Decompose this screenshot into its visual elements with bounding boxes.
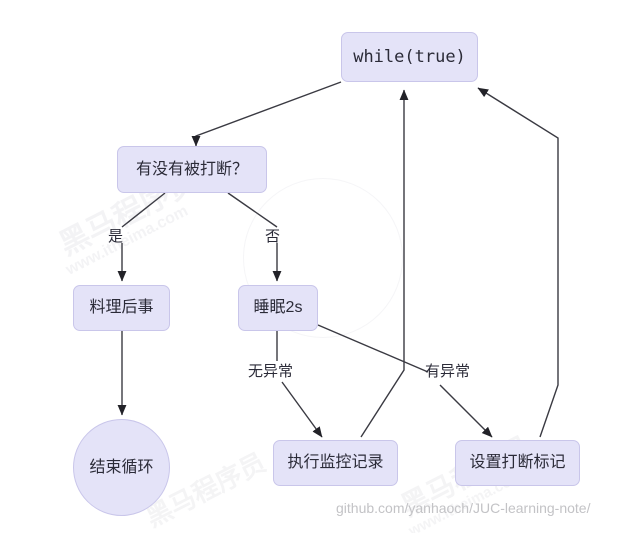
edge-label-yes: 是 <box>108 228 124 245</box>
footer-source-note: github.com/yanhaoch/JUC-learning-note/ <box>336 500 591 516</box>
node-sleep-label: 睡眠2s <box>253 299 303 316</box>
node-monitor-record-label: 执行监控记录 <box>287 454 384 471</box>
edge-sleep-to-setflag-stem <box>439 384 493 438</box>
edge-sleep-to-monitor-stem <box>281 381 323 438</box>
edge-monitor-to-loop <box>360 89 409 438</box>
node-set-interrupt-flag-label: 设置打断标记 <box>469 454 566 471</box>
node-end-loop-label: 结束循环 <box>89 458 154 476</box>
edge-loop-to-check <box>191 81 342 147</box>
node-interrupt-check[interactable]: 有没有被打断？ <box>117 146 267 193</box>
node-sleep[interactable]: 睡眠2s <box>238 285 318 331</box>
edge-label-no: 否 <box>265 228 281 245</box>
node-monitor-record[interactable]: 执行监控记录 <box>273 440 398 486</box>
edge-label-no-exception: 无异常 <box>248 363 294 380</box>
node-cleanup-label: 料理后事 <box>89 299 154 316</box>
edge-check-to-sleep <box>227 192 278 228</box>
edge-sleep-to-setflag <box>317 324 429 373</box>
node-while-true-label: while(true) <box>353 46 466 67</box>
node-end-loop[interactable]: 结束循环 <box>73 419 170 516</box>
edge-setflag-to-loop <box>477 87 559 438</box>
node-while-true[interactable]: while(true) <box>341 32 478 82</box>
edge-label-has-exception: 有异常 <box>425 363 471 380</box>
node-set-interrupt-flag[interactable]: 设置打断标记 <box>455 440 580 486</box>
node-cleanup[interactable]: 料理后事 <box>73 285 170 331</box>
node-interrupt-check-label: 有没有被打断？ <box>135 160 248 178</box>
